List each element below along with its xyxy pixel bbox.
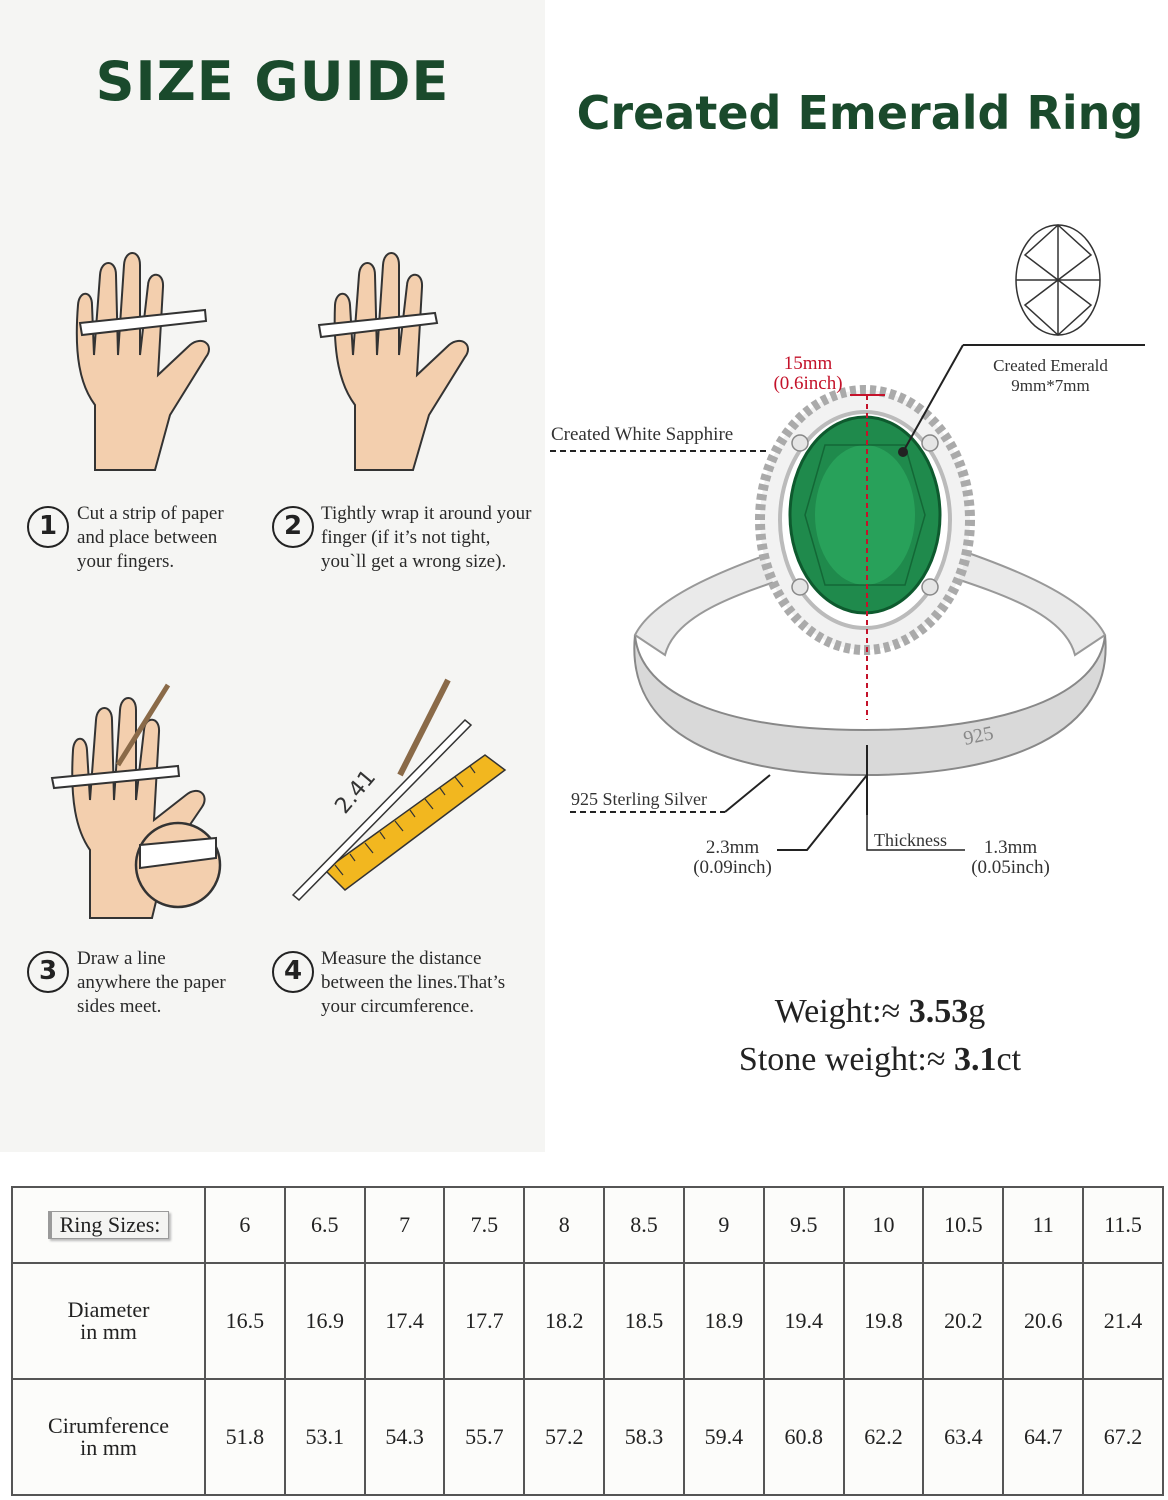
diameter-cell: 20.6 bbox=[1002, 1261, 1085, 1380]
step-3-text: Draw a line anywhere the paper sides mee… bbox=[77, 948, 226, 1017]
ring-illustration: 925 bbox=[550, 223, 1145, 851]
diameter-cell: 18.5 bbox=[603, 1261, 685, 1380]
ruler-mark-label: 2.41 bbox=[330, 765, 381, 819]
size-table: Ring Sizes: 6 6.5 7 7.5 8 8.5 9 9.5 10 1… bbox=[11, 1186, 1164, 1497]
diameter-cell: 19.4 bbox=[762, 1261, 845, 1380]
circumference-label: Cirumference bbox=[48, 1412, 169, 1438]
circumference-cell: 67.2 bbox=[1082, 1377, 1164, 1497]
ring-title: Created Emerald Ring bbox=[576, 86, 1144, 140]
oval-cut-icon bbox=[1015, 223, 1101, 337]
circumference-cell: 64.7 bbox=[1002, 1377, 1085, 1497]
size-cell: 7 bbox=[363, 1186, 446, 1264]
size-cell: 11 bbox=[1002, 1186, 1085, 1264]
ring-size-row: Ring Sizes: 6 6.5 7 7.5 8 8.5 9 9.5 10 1… bbox=[11, 1186, 1164, 1264]
size-cell: 8 bbox=[523, 1186, 606, 1264]
height-mm: 15mm bbox=[783, 353, 833, 374]
height-inch: (0.6inch) bbox=[773, 373, 843, 394]
diameter-cell: 21.4 bbox=[1082, 1261, 1164, 1380]
diameter-cell: 20.2 bbox=[922, 1261, 1005, 1380]
diameter-cell: 18.9 bbox=[682, 1261, 765, 1380]
weight-value: 3.53 bbox=[908, 993, 969, 1030]
size-cell: 6.5 bbox=[283, 1186, 366, 1264]
band-width-inch: (0.09inch) bbox=[693, 857, 772, 878]
hand-strip-illustration bbox=[75, 252, 210, 471]
diameter-unit: in mm bbox=[80, 1318, 137, 1344]
step-4-badge: 4 bbox=[272, 951, 314, 993]
circumference-cell: 60.8 bbox=[762, 1377, 845, 1497]
thickness-mm: 1.3mm bbox=[983, 837, 1038, 858]
size-cell: 10 bbox=[842, 1186, 925, 1264]
ruler-measure-illustration: 2.41 bbox=[291, 678, 507, 902]
diameter-cell: 17.7 bbox=[443, 1261, 526, 1380]
diameter-cell: 19.8 bbox=[842, 1261, 925, 1380]
step-1-text: Cut a strip of paper and place between y… bbox=[77, 503, 224, 572]
size-cell: 8.5 bbox=[603, 1186, 685, 1264]
step-2-badge: 2 bbox=[272, 506, 314, 548]
diameter-cell: 16.5 bbox=[204, 1261, 286, 1380]
size-guide-title: SIZE GUIDE bbox=[95, 50, 450, 113]
circumference-cell: 55.7 bbox=[443, 1377, 526, 1497]
circumference-cell: 51.8 bbox=[204, 1377, 286, 1497]
diameter-cell: 18.2 bbox=[523, 1261, 606, 1380]
thickness-inch: (0.05inch) bbox=[971, 857, 1050, 878]
emerald-size: 9mm*7mm bbox=[1011, 376, 1090, 395]
silver-label: 925 Sterling Silver bbox=[571, 789, 707, 809]
stone-weight-unit: ct bbox=[996, 1041, 1022, 1078]
circumference-cell: 53.1 bbox=[283, 1377, 366, 1497]
size-cell: 7.5 bbox=[443, 1186, 526, 1264]
ring-sizes-header: Ring Sizes: bbox=[11, 1186, 206, 1264]
band-width-mm: 2.3mm bbox=[705, 837, 760, 858]
band-width-label: 2.3mm (0.09inch) bbox=[680, 838, 785, 878]
stone-weight-line: Stone weight:≈ 3.1ct bbox=[690, 1036, 1070, 1084]
circumference-cell: 62.2 bbox=[842, 1377, 925, 1497]
thickness-label: Thickness bbox=[874, 830, 947, 850]
stone-weight-label: Stone weight:≈ bbox=[738, 1041, 955, 1078]
circumference-cell: 57.2 bbox=[523, 1377, 606, 1497]
size-cell: 9 bbox=[682, 1186, 765, 1264]
weight-line: Weight:≈ 3.53g bbox=[690, 988, 1070, 1036]
step-1-badge: 1 bbox=[27, 506, 69, 548]
weight-block: Weight:≈ 3.53g Stone weight:≈ 3.1ct bbox=[690, 988, 1070, 1084]
step-2-text: Tightly wrap it around your finger (if i… bbox=[321, 503, 532, 572]
stone-weight-value: 3.1 bbox=[954, 1041, 997, 1078]
circumference-cell: 58.3 bbox=[603, 1377, 685, 1497]
step-4-text: Measure the distance between the lines.T… bbox=[321, 948, 506, 1017]
size-cell: 11.5 bbox=[1082, 1186, 1164, 1264]
diameter-cell: 16.9 bbox=[283, 1261, 366, 1380]
circumference-cell: 54.3 bbox=[363, 1377, 446, 1497]
emerald-label-text: Created Emerald bbox=[993, 356, 1108, 375]
circumference-cell: 63.4 bbox=[922, 1377, 1005, 1497]
size-cell: 9.5 bbox=[762, 1186, 845, 1264]
weight-unit: g bbox=[968, 993, 986, 1030]
circumference-cell: 59.4 bbox=[682, 1377, 765, 1497]
weight-label: Weight:≈ bbox=[774, 993, 909, 1030]
size-cell: 6 bbox=[204, 1186, 286, 1264]
hand-wrap-illustration bbox=[317, 252, 469, 471]
size-cell: 10.5 bbox=[922, 1186, 1005, 1264]
step-3-badge: 3 bbox=[27, 951, 69, 993]
circumference-unit: in mm bbox=[80, 1434, 137, 1460]
height-dimension: 15mm (0.6inch) bbox=[758, 354, 858, 394]
emerald-label: Created Emerald 9mm*7mm bbox=[978, 356, 1123, 396]
ring-sizes-label: Ring Sizes: bbox=[47, 1210, 170, 1239]
diameter-label: Diameter bbox=[67, 1296, 150, 1322]
thickness-value: 1.3mm (0.05inch) bbox=[958, 838, 1063, 878]
hand-draw-line-illustration bbox=[50, 683, 222, 919]
size-guide-panel: SIZE GUIDE 1 Cut a strip of paper and pl… bbox=[0, 0, 545, 1152]
diameter-cell: 17.4 bbox=[363, 1261, 446, 1380]
sapphire-label: Created White Sapphire bbox=[551, 424, 734, 445]
